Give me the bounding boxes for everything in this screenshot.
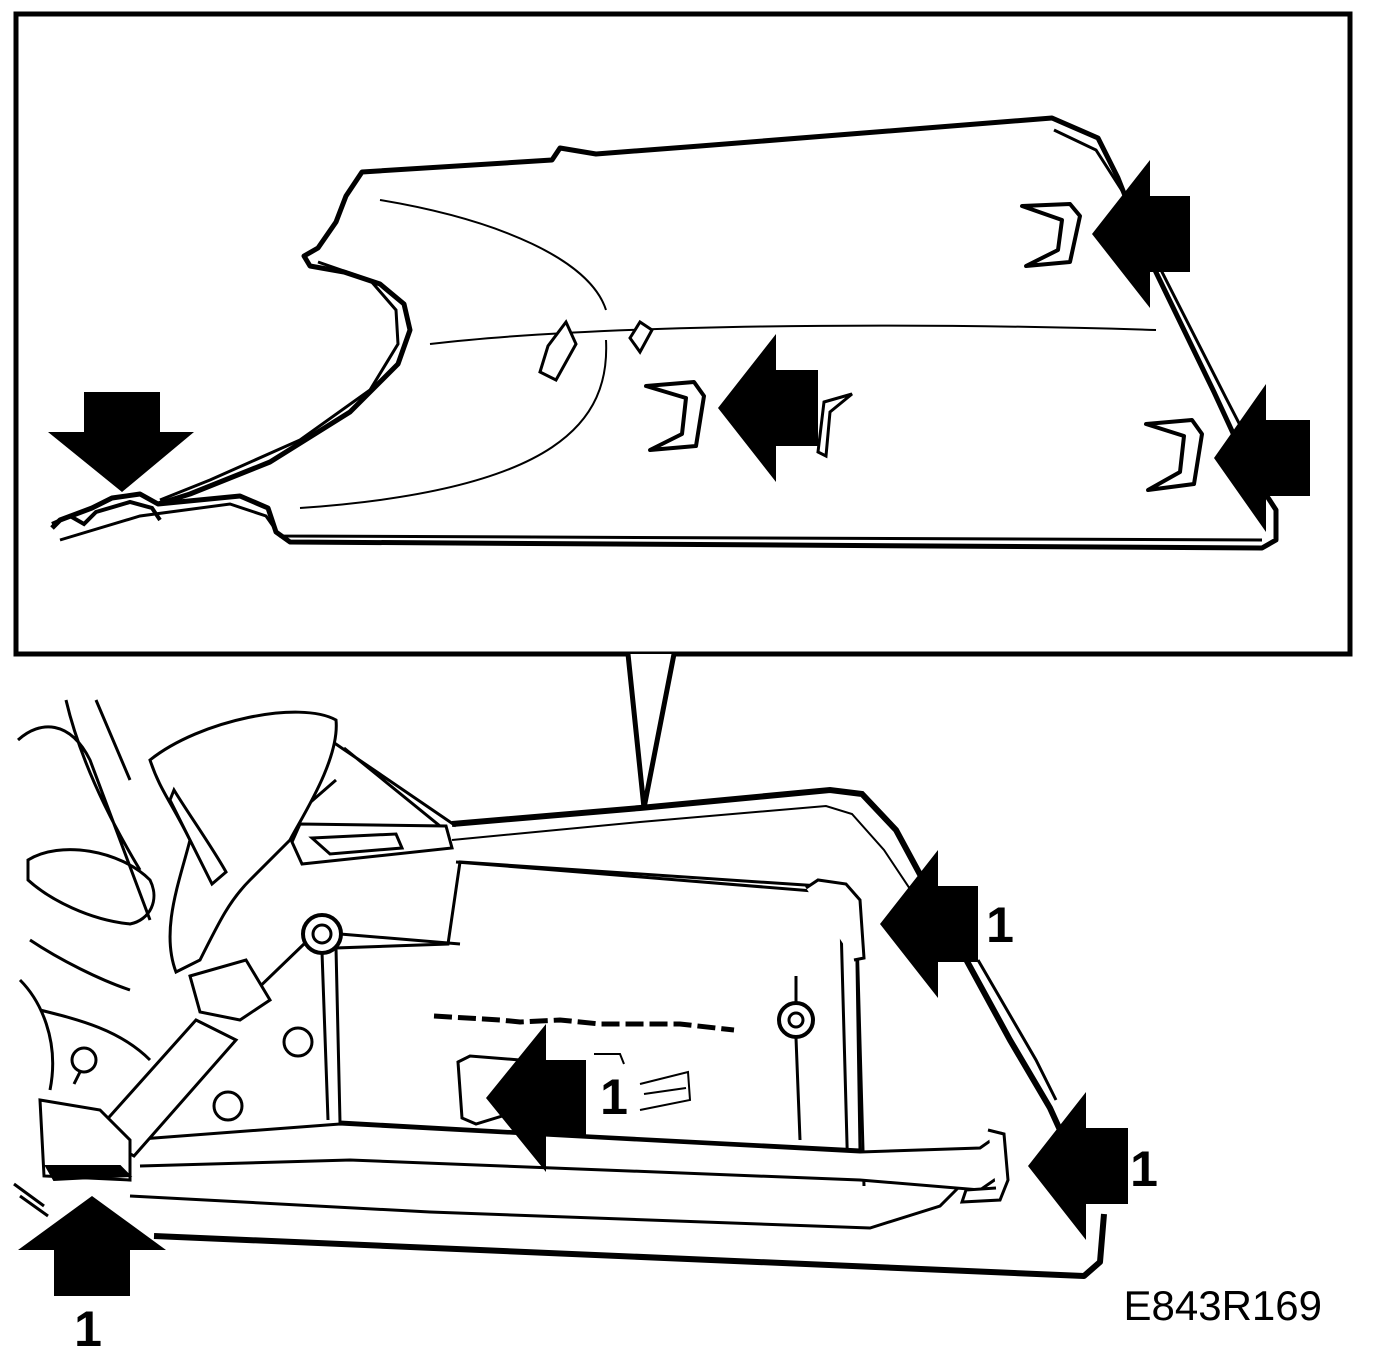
glovebox-slot-line <box>433 1013 735 1033</box>
inset-rim-left <box>159 260 400 502</box>
inset-bracket-clip-center <box>644 380 706 452</box>
glovebox-right-bracket <box>959 1128 1010 1204</box>
glovebox-top-hinge <box>805 878 866 962</box>
inset-frame <box>13 11 1353 657</box>
callout-bottom-left: 1 <box>74 1301 102 1357</box>
figure-reference-code: E843R169 <box>1124 1282 1323 1329</box>
wrench-head <box>188 958 273 1022</box>
panel-bottom-inner <box>129 1176 970 1230</box>
glovebox-knob-right-stem <box>794 976 802 1141</box>
inset-contour-top <box>379 199 607 311</box>
frame-ball-a <box>282 1026 314 1058</box>
inset-panel-outline <box>50 115 1279 551</box>
inset-arrow-down-left <box>48 392 194 492</box>
glovebox-label-bracket <box>594 1053 625 1065</box>
thumb-outline <box>168 786 228 887</box>
inset-arrow-left-top-right <box>1092 160 1190 308</box>
finger-outline <box>26 848 156 926</box>
glovebox-label-mark <box>639 1070 692 1111</box>
left-edge-scribble <box>13 1182 49 1218</box>
glovebox-knob-right-inner <box>787 1011 805 1029</box>
inset-arrow-left-center <box>718 334 818 482</box>
detail-inset <box>13 11 1353 657</box>
main-view: 1 1 1 1 <box>13 699 1158 1357</box>
frame-pivot-inner <box>311 923 333 945</box>
inset-contour-bowl <box>299 339 608 509</box>
callout-center: 1 <box>600 1069 628 1125</box>
glovebox-front-face <box>334 860 862 1152</box>
arm-lines <box>16 699 152 1091</box>
arrow-right-lower <box>1028 1092 1128 1240</box>
frame-ball-c-stem <box>72 1071 82 1085</box>
frame-ball-b <box>212 1090 244 1122</box>
inset-contour-mid <box>429 324 1157 345</box>
arrow-bottom-left <box>18 1196 166 1296</box>
panel-bottom-edge <box>153 1213 1107 1279</box>
inset-arrow-left-bottom-right <box>1214 384 1310 532</box>
callout-right-lower: 1 <box>1130 1141 1158 1197</box>
wrench-handle <box>91 1018 239 1158</box>
inset-pointer <box>625 653 677 809</box>
left-lower-bracket <box>38 1098 132 1182</box>
inset-bracket-clip-bottom-right <box>1144 418 1204 492</box>
arrow-center <box>486 1024 586 1172</box>
inset-clip-tab-b <box>628 319 654 355</box>
panel-right-edge-inner <box>976 959 1058 1101</box>
inset-clip-tab-a <box>538 319 578 382</box>
callout-right-upper: 1 <box>986 897 1014 953</box>
inset-hook-tip <box>51 499 162 527</box>
panel-top-edge-inner <box>451 804 921 905</box>
inset-clip-tab-c <box>816 392 853 459</box>
arrow-right-upper <box>880 850 978 998</box>
glovebox-lid-line <box>455 860 851 896</box>
panel-top-edge <box>451 786 1063 1132</box>
frame-ball-c <box>70 1046 98 1074</box>
inset-rim-bottom <box>59 502 1263 542</box>
inset-bracket-clip-top-right <box>1020 202 1082 268</box>
left-lower-slot <box>44 1165 133 1182</box>
frame-left-hook <box>308 832 405 856</box>
